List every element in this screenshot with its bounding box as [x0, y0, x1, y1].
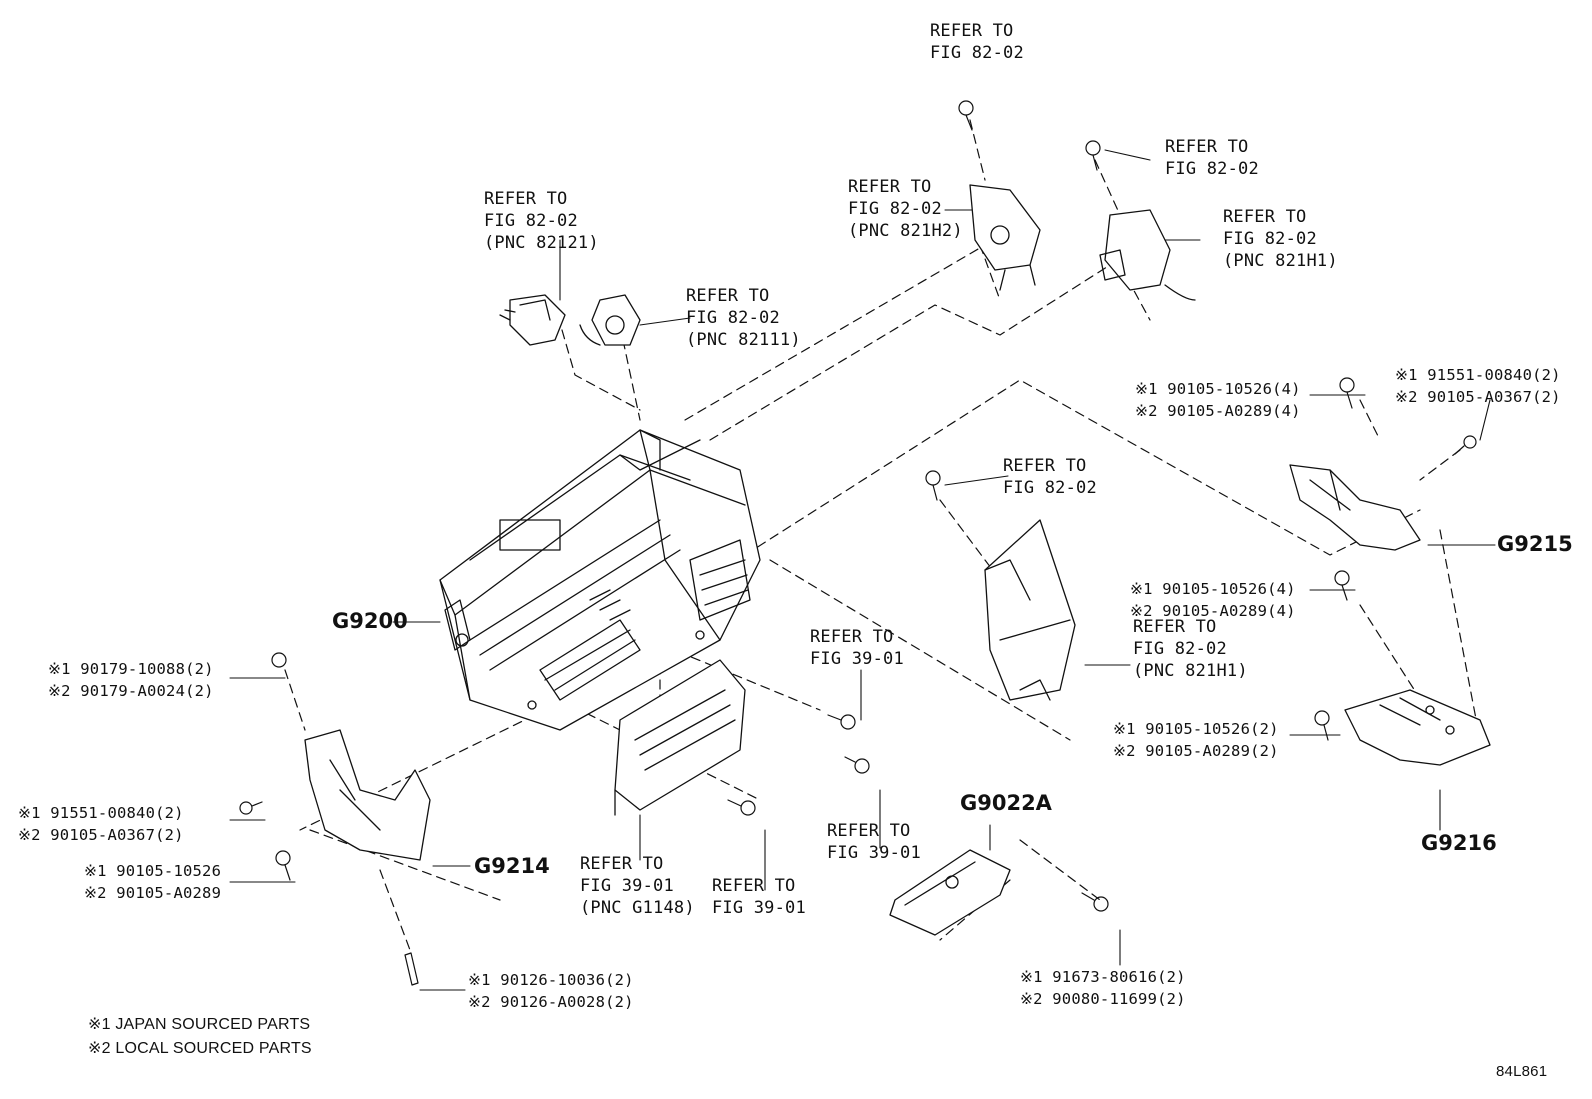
- bolt-e: [1339, 377, 1355, 409]
- part-callout-g9214: G9214: [474, 854, 550, 878]
- part-number-set-g: ※1 90105-10526(4)※2 90105-A0289(4): [1130, 580, 1296, 620]
- illustration-code: 84L861: [1496, 1063, 1548, 1080]
- part-callout-g9200: G9200: [332, 609, 408, 633]
- bolt-h: [1314, 710, 1330, 741]
- bracket-g9215: [1289, 464, 1421, 551]
- bolt-fig39-a: [827, 714, 856, 730]
- bolt-mid: [925, 470, 941, 501]
- part-number-set-d: ※1 90126-10036(2)※2 90126-A0028(2): [468, 971, 634, 1011]
- bracket-g9214: [304, 729, 431, 861]
- inverter-assembly-g9200: [439, 429, 761, 731]
- leader-lines: [229, 149, 1496, 991]
- connector-82121: [499, 294, 566, 346]
- part-number-set-a: ※1 90179-10088(2)※2 90179-A0024(2): [48, 660, 214, 700]
- bolt-i: [1081, 892, 1109, 912]
- bolt-top-right: [1085, 140, 1101, 171]
- ecu-module: [984, 519, 1076, 701]
- part-callout-g9022a: G9022A: [960, 791, 1052, 815]
- cover-g9022a: [889, 849, 1011, 936]
- bolt-f: [1454, 435, 1477, 455]
- connector-82111: [579, 294, 641, 346]
- bolt-fig39-c: [727, 799, 756, 816]
- connector-821h2: [969, 184, 1041, 291]
- bracket-g9216: [1344, 689, 1491, 766]
- bolt-b: [239, 801, 263, 815]
- sourcing-legend: ※1 JAPAN SOURCED PARTS※2 LOCAL SOURCED P…: [88, 1016, 312, 1057]
- part-number-set-b: ※1 91551-00840(2)※2 90105-A0367(2): [18, 804, 184, 844]
- bolts: [239, 100, 1477, 986]
- connector-821h1-upper: [1099, 209, 1196, 301]
- part-number-set-c: ※1 90105-10526※2 90105-A0289: [84, 862, 222, 902]
- part-number-set-e: ※1 90105-10526(4)※2 90105-A0289(4): [1135, 380, 1301, 420]
- bolt-top: [958, 100, 974, 131]
- part-callout-g9216: G9216: [1421, 831, 1497, 855]
- bolt-fig39-b: [844, 756, 870, 774]
- connector-block-g1148: [614, 659, 746, 816]
- bolt-c: [275, 850, 291, 881]
- bolt-a: [271, 652, 287, 668]
- stud-d: [404, 952, 419, 986]
- part-number-set-i: ※1 91673-80616(2)※2 90080-11699(2): [1020, 968, 1186, 1008]
- part-callout-g9215: G9215: [1497, 532, 1573, 556]
- part-number-set-h: ※1 90105-10526(2)※2 90105-A0289(2): [1113, 720, 1279, 760]
- part-number-set-f: ※1 91551-00840(2)※2 90105-A0367(2): [1395, 366, 1561, 406]
- bolt-g: [1334, 570, 1350, 601]
